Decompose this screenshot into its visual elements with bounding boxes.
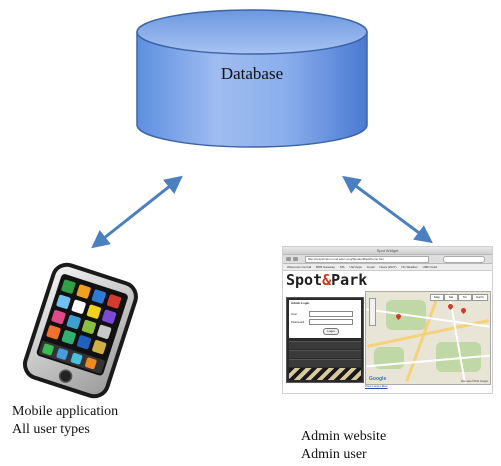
password-field [309,319,353,325]
arrow-database-admin [342,175,433,244]
panel-row [289,341,361,349]
browser-toolbar: http://ecsptcntwrn.umd.edu/~ong/SpotandP… [283,255,492,264]
striped-banner [289,368,361,380]
bookmark-item: NC Weather [401,265,418,269]
database-label: Database [221,64,283,83]
address-bar: http://ecsptcntwrn.umd.edu/~ong/SpotandP… [305,256,429,263]
bookmark-item: UMD Grad [422,265,437,269]
browser-titlebar: Spot Widget [283,247,492,255]
user-field [309,311,353,317]
database-cylinder: Database [136,9,368,148]
login-title: Admin Login [291,301,310,305]
map-copyright: Map data ©2011 Google [460,380,488,383]
browser-search-field [443,256,485,263]
admin-caption-line2: Admin user [301,447,367,462]
bookmark-item: UW Apps [349,265,362,269]
map-view: Map Sat Ter Earth Google Map data ©2011 … [365,291,491,385]
user-label: User [291,312,298,316]
bookmark-item: BNB Gateway [316,265,335,269]
login-button: Login [323,328,339,335]
bookmark-item: News (2027) [379,265,397,269]
smartphone-icon [22,262,138,399]
admin-caption-line1: Admin website [301,429,387,444]
spot-and-park-logo: Spot&Park [286,271,368,289]
panel-row [289,359,361,367]
mobile-caption-line1: Mobile application [12,404,119,419]
map-type-button: Map [430,294,444,301]
login-form: Admin Login User Password Login [289,300,361,338]
password-label: Password [291,320,305,324]
mobile-caption-line2: All user types [12,422,90,437]
bookmark-item: Gmail [366,265,375,269]
google-logo: Google [369,376,387,382]
admin-login-panel: Admin Login User Password Login [286,297,364,383]
map-zoom-control [369,298,376,326]
bookmark-item: SIS [339,265,345,269]
forward-icon [293,257,298,261]
map-pin-icon [459,306,468,315]
admin-website-screenshot: Spot Widget http://ecsptcntwrn.umd.edu/~… [282,246,493,394]
bookmark-item: Wisconsin Central [287,265,312,269]
panel-row [289,350,361,358]
map-type-button: Ter [458,294,472,301]
arrow-database-mobile [91,175,183,249]
map-type-button: Sat [444,294,458,301]
bookmarks-bar: Wisconsin Central BNB Gateway SIS UW App… [283,264,492,271]
map-type-button: Earth [472,294,488,301]
view-larger-map-link: View Larger Map [365,384,388,388]
back-icon [286,257,291,261]
